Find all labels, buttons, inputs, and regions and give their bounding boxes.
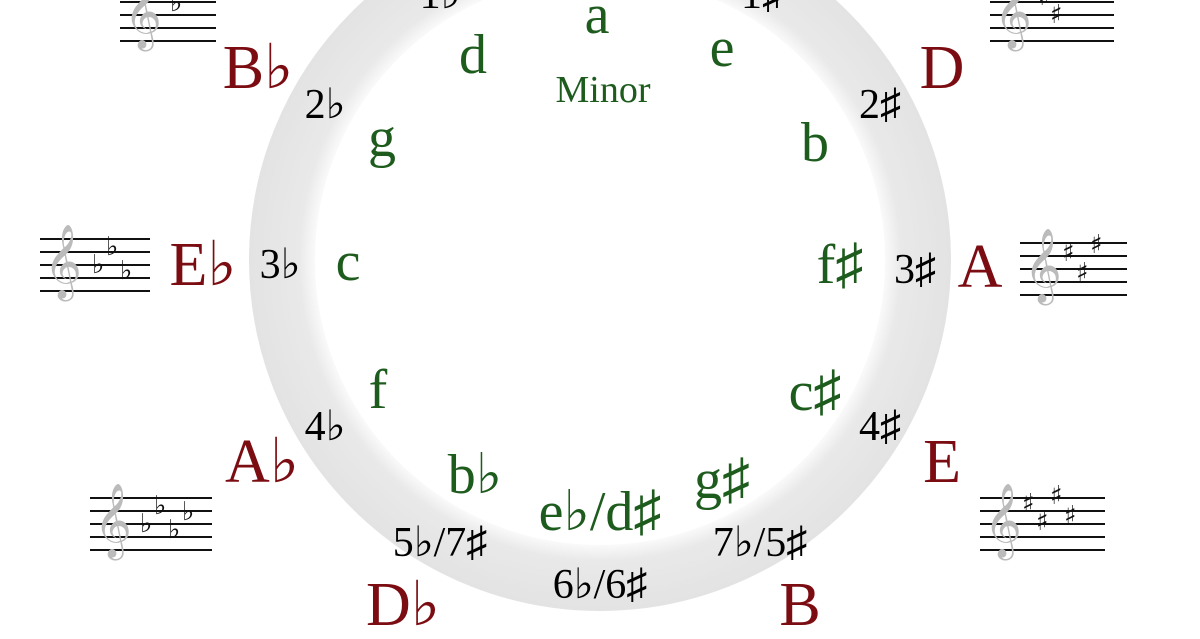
staff-line (1020, 294, 1127, 296)
staff-line (990, 27, 1114, 29)
staff-line (90, 523, 212, 525)
staff-line (90, 510, 212, 512)
staff-line (40, 290, 150, 292)
minor-key-c: c (335, 231, 361, 293)
minor-key-f: f (368, 359, 388, 421)
signature-3-flats: 3♭ (259, 242, 301, 288)
signature-2-sharps: 2♯ (859, 82, 901, 128)
staff-line (1020, 242, 1127, 244)
staff-line (980, 536, 1105, 538)
staff-line (120, 40, 216, 42)
minor-key-d: d (459, 24, 487, 86)
staff-line (1020, 255, 1127, 257)
minor-key-f-sharp: f♯ (816, 234, 864, 296)
flat-icon: ♭ (92, 250, 105, 280)
staff-line (90, 497, 212, 499)
staff-line (40, 264, 150, 266)
signature-3-sharps: 3♯ (894, 247, 936, 293)
treble-clef-icon: 𝄞 (994, 0, 1032, 49)
sharp-icon: ♯ (1050, 481, 1063, 511)
signature-4-sharps: 4♯ (859, 404, 901, 450)
signature-4-flats: 4♭ (304, 404, 346, 450)
staff-line (40, 277, 150, 279)
flat-icon: ♭ (168, 515, 181, 545)
minor-key-e: e (709, 17, 735, 79)
minor-key-e-flat-d-sharp: e♭/d♯ (538, 481, 662, 543)
staff-line (90, 536, 212, 538)
major-key-d: D (919, 34, 965, 102)
signature-1-flat: 1♭ (420, 0, 461, 16)
treble-clef-icon: 𝄞 (124, 0, 162, 49)
staff-line (990, 40, 1114, 42)
flat-icon: ♭ (170, 0, 183, 18)
sharp-icon: ♯ (1090, 230, 1103, 260)
signature-2-flats: 2♭ (304, 82, 346, 128)
major-key-d-flat: D♭ (365, 571, 441, 639)
minor-key-g: g (368, 107, 396, 169)
sharp-icon: ♯ (1050, 0, 1063, 30)
staff-line (120, 14, 216, 16)
sharp-icon: ♯ (1064, 501, 1077, 531)
staff-line (1020, 268, 1127, 270)
signature-1-sharp: 1♯ (741, 0, 783, 16)
staff-line (980, 523, 1105, 525)
signature-7-flats-5-sharps: 7♭/5♯ (712, 520, 808, 566)
minor-ring-title: Minor (555, 69, 651, 111)
treble-clef-icon: 𝄞 (94, 484, 132, 558)
flat-icon: ♭ (154, 491, 167, 521)
sharp-icon: ♯ (1022, 489, 1035, 519)
minor-key-b-flat: b♭ (447, 444, 503, 506)
staff-line (1020, 281, 1127, 283)
major-key-a-flat: A♭ (224, 428, 300, 496)
treble-clef-icon: 𝄞 (1024, 229, 1062, 303)
staff-line (990, 1, 1114, 3)
sharp-icon: ♯ (1038, 0, 1051, 10)
minor-key-g-sharp: g♯ (694, 449, 750, 511)
minor-key-b: b (801, 112, 829, 174)
treble-clef-icon: 𝄞 (984, 484, 1022, 558)
sharp-icon: ♯ (1062, 238, 1075, 268)
flat-icon: ♭ (140, 509, 153, 539)
major-key-b-flat: B♭ (222, 34, 294, 102)
major-key-e: E (923, 428, 961, 496)
signature-5-flats-7-sharps: 5♭/7♯ (392, 520, 488, 566)
staff-line (90, 549, 212, 551)
sharp-icon: ♯ (1036, 507, 1049, 537)
flat-icon: ♭ (182, 497, 195, 527)
major-key-a: A (957, 233, 1003, 301)
staff-line (990, 14, 1114, 16)
staff-line (980, 497, 1105, 499)
flat-icon: ♭ (120, 256, 133, 286)
staff-line (40, 238, 150, 240)
staff-line (120, 27, 216, 29)
major-key-b: B (779, 571, 821, 639)
flat-icon: ♭ (106, 232, 119, 262)
treble-clef-icon: 𝄞 (44, 225, 82, 299)
major-key-e-flat: E♭ (169, 231, 237, 299)
staff-line (40, 251, 150, 253)
staff-line (980, 510, 1105, 512)
staff-line (980, 549, 1105, 551)
sharp-icon: ♯ (1076, 258, 1089, 288)
minor-key-c-sharp: c♯ (788, 361, 842, 423)
staff-line (120, 1, 216, 3)
minor-key-a: a (584, 0, 610, 46)
signature-6-flats-6-sharps: 6♭/6♯ (552, 562, 648, 608)
